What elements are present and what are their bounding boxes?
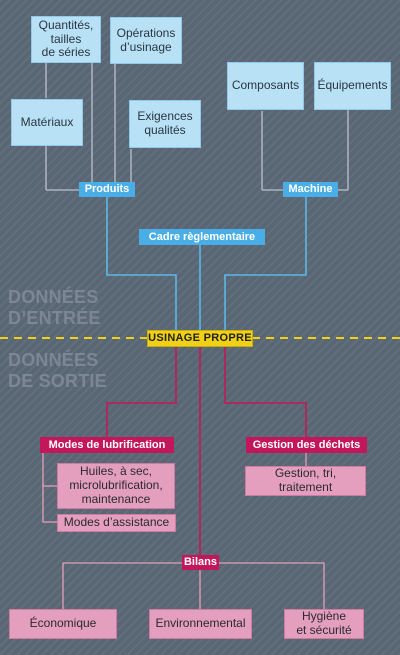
- usinage-propre-label: USINAGE PROPRE: [147, 330, 253, 347]
- equipements-box: Équipements: [314, 62, 391, 110]
- operations-box: Opérations d’usinage: [110, 17, 182, 64]
- environnemental-box: Environnemental: [149, 609, 252, 639]
- donnees-sortie-title: DONNÉES DE SORTIE: [8, 350, 107, 391]
- modes-lubrification-label: Modes de lubrification: [40, 437, 174, 453]
- materiaux-box: Matériaux: [11, 99, 83, 146]
- huiles-box: Huiles, à sec, microlubrification, maint…: [57, 463, 175, 509]
- economique-box: Économique: [9, 609, 117, 639]
- gestion-dechets-label: Gestion des déchets: [246, 437, 367, 453]
- donnees-entree-title: DONNÉES D’ENTRÉE: [8, 287, 101, 328]
- machine-label: Machine: [283, 182, 338, 197]
- hygiene-securite-box: Hygiène et sécurité: [284, 609, 364, 639]
- bilans-label: Bilans: [182, 555, 219, 570]
- exigences-box: Exigences qualités: [129, 100, 201, 148]
- modes-assistance-box: Modes d’assistance: [57, 514, 176, 532]
- cadre-reglementaire-label: Cadre règlementaire: [139, 229, 265, 245]
- composants-box: Composants: [227, 62, 304, 110]
- gestion-tri-box: Gestion, tri, traitement: [245, 466, 366, 496]
- produits-label: Produits: [79, 182, 135, 197]
- quantites-box: Quantités, tailles de séries: [31, 16, 101, 63]
